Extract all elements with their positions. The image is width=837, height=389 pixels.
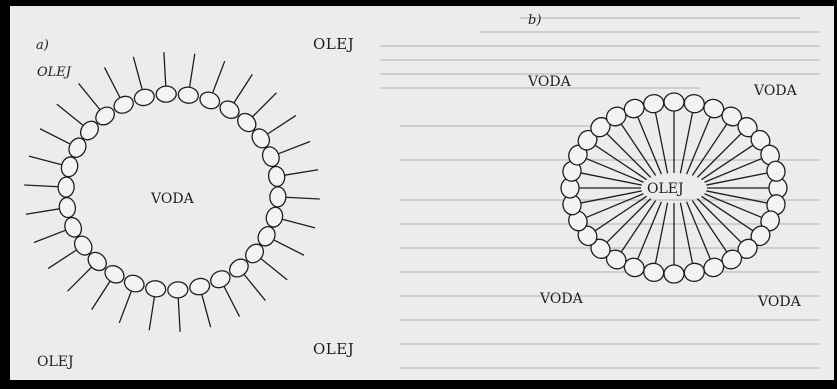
surfactant-a-head	[269, 187, 286, 208]
label-voda-top-right: VODA	[753, 83, 798, 99]
surfactant-a-head	[167, 281, 188, 298]
panel-label-b: b)	[528, 13, 541, 28]
surfactant-a-head	[58, 177, 75, 198]
surfactant-a-head	[156, 86, 177, 103]
label-voda-bottom-left: VODA	[539, 291, 584, 307]
label-voda-top-left: VODA	[527, 74, 572, 90]
label-olej-top-center: OLEJ	[313, 35, 354, 53]
label-olej-bottom-left: OLEJ	[37, 354, 74, 370]
label-voda-center: VODA	[150, 191, 195, 207]
paper-page	[10, 6, 834, 380]
surfactant-b-head	[664, 93, 684, 111]
panel-label-a: a)	[36, 38, 49, 53]
label-olej-bottom-center: OLEJ	[313, 340, 354, 358]
label-olej-center: OLEJ	[647, 181, 684, 197]
label-voda-bottom-right: VODA	[757, 294, 802, 310]
label-olej-top-left: OLEJ	[37, 65, 72, 80]
surfactant-b-head	[664, 265, 684, 283]
